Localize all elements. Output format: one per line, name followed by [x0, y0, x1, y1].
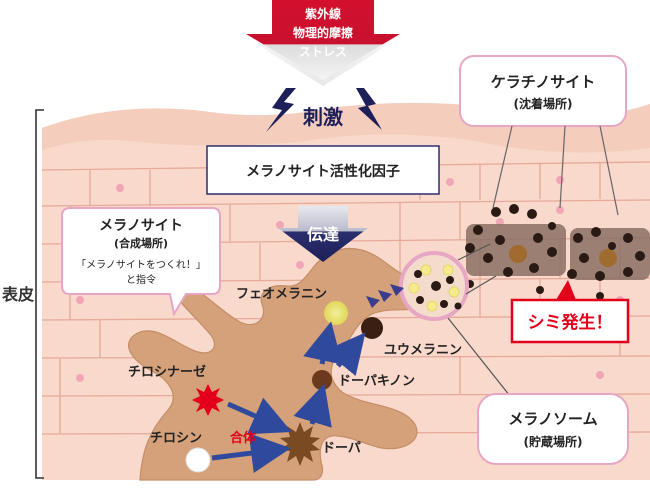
- stress-line-friction: 物理的摩擦: [293, 25, 353, 40]
- lightning-left-icon: [266, 88, 296, 132]
- melanocyte-subtitle: (合成場所): [114, 236, 168, 250]
- transmission-label: 伝達: [307, 225, 339, 244]
- melanosome: [399, 251, 469, 321]
- tyrosine-dot: [185, 447, 211, 473]
- melanosome-bubble: メラノソーム (貯蔵場所): [447, 317, 629, 465]
- process-arrows: [211, 321, 366, 473]
- stain-label: シミ発生！: [528, 312, 613, 333]
- lightning-right-icon: [356, 88, 382, 130]
- transmission-arrow: 伝達: [278, 206, 368, 262]
- melanocyte-bubble: メラノサイト (合成場所) 「メラノサイトをつくれ！」 と指令: [61, 207, 221, 317]
- melanocyte-cell: [128, 247, 438, 481]
- eumelanin-label: ユウメラニン: [384, 343, 462, 358]
- stress-arrow: 紫外線 物理的摩擦 ストレス: [246, 0, 400, 86]
- stimulus-group: 刺激: [266, 88, 382, 132]
- transfer-lines: [457, 243, 497, 295]
- stain-callout: シミ発生！: [510, 280, 630, 344]
- dopaquinone-label: ドーパキノン: [338, 374, 415, 389]
- keratinocyte-subtitle: (沈着場所): [514, 96, 573, 111]
- dopaquinone-dot: [312, 370, 332, 390]
- stress-line-stress: ストレス: [299, 45, 347, 59]
- dopa-label: ドーパ: [322, 441, 361, 456]
- stress-line-uv: 紫外線: [305, 6, 341, 21]
- keratinocyte-cells: [465, 204, 650, 300]
- melanocyte-title: メラノサイト: [99, 218, 183, 234]
- melanosome-title: メラノソーム: [508, 410, 597, 428]
- eumelanin-dot: [361, 317, 383, 339]
- tyrosine-label: チロシン: [150, 431, 202, 446]
- epidermis-bracket: [35, 109, 44, 479]
- pheomelanin-dot: [324, 301, 348, 325]
- pheomelanin-label: フェオメラニン: [236, 287, 327, 302]
- epidermis-label: 表皮: [1, 285, 34, 304]
- keratinocyte-bubble: ケラチノサイト (沈着場所): [459, 55, 627, 216]
- tyrosinase-label: チロシナーゼ: [128, 364, 206, 380]
- transport-arrowheads: [366, 284, 404, 308]
- tyrosinase-star-icon: [192, 384, 224, 416]
- keratinocyte-title: ケラチノサイト: [491, 73, 596, 91]
- stimulus-label: 刺激: [303, 105, 343, 129]
- melanosome-subtitle: (貯蔵場所): [524, 434, 583, 449]
- combine-label: 合体: [230, 430, 257, 446]
- activation-label: メラノサイト活性化因子: [246, 163, 400, 180]
- melanocyte-command: と指令: [126, 273, 156, 286]
- activation-box: [206, 145, 440, 195]
- melanocyte-quote: 「メラノサイトをつくれ！」: [76, 259, 206, 271]
